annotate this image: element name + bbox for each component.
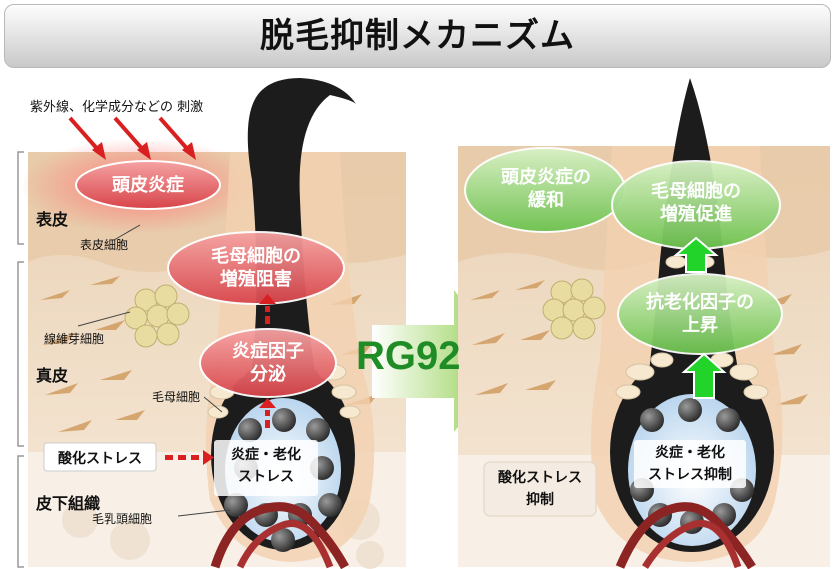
growth-promotion-line2: 増殖促進 (660, 204, 732, 225)
page-title: 脱毛抑制メカニズム (260, 16, 575, 56)
scalp-inflammation-bubble (75, 160, 221, 210)
left-blood-vessel-2 (236, 520, 334, 569)
aging-stress-text: 炎症・老化 ストレス (214, 444, 318, 488)
oxidative-suppression-line1: 酸化ストレス (498, 470, 582, 486)
anti-aging-line2: 上昇 (682, 315, 718, 336)
suppression-text: 炎症・老化 ストレス抑制 (634, 442, 746, 486)
growth-inhibition-line1: 毛母細胞の (211, 246, 301, 267)
pointer-lines (77, 224, 231, 517)
growth-promotion-text: 毛母細胞の 増殖促進 (616, 180, 776, 226)
stimulus-label: 紫外線、化学成分などの 刺激 (30, 100, 204, 115)
anti-aging-bubble (617, 273, 783, 355)
rg92-label: RG92 (356, 334, 461, 378)
red-dotted-arrow-up (259, 294, 276, 428)
matrix-cell-label: 毛母細胞 (152, 390, 201, 404)
oxidative-suppression-line2: 抑制 (526, 492, 554, 508)
suppression-line1: 炎症・老化 (655, 445, 725, 461)
aging-stress-line2: ストレス (238, 469, 294, 485)
suppression-line2: ストレス抑制 (648, 467, 732, 483)
right-blood-vessel (615, 502, 756, 569)
relief-line1: 頭皮炎症の (501, 167, 591, 188)
relief-line2: 緩和 (528, 190, 564, 211)
green-up-arrows (673, 236, 727, 399)
growth-promotion-line1: 毛母細胞の (651, 181, 741, 202)
title-bar: 脱毛抑制メカニズム (4, 4, 831, 68)
anti-aging-line1: 抗老化因子の (646, 292, 754, 313)
growth-inhibition-bubble (167, 231, 345, 305)
relief-text: 頭皮炎症の 緩和 (468, 166, 624, 212)
layer-bracket (17, 151, 24, 568)
left-panel (17, 78, 406, 569)
cytokine-line1: 炎症因子 (232, 341, 304, 362)
fibroblast-label: 線維芽細胞 (44, 332, 105, 346)
aging-stress-box (214, 440, 318, 496)
oxidative-stress-box (43, 442, 157, 472)
left-fibroblast-cluster (124, 284, 190, 348)
suppression-box (634, 440, 746, 488)
layer-subcutis-label: 皮下組織 (36, 494, 101, 513)
scalp-inflammation-text: 頭皮炎症 (112, 175, 184, 196)
cytokine-line2: 分泌 (250, 364, 286, 385)
aging-stress-line1: 炎症・老化 (231, 447, 301, 463)
growth-inhibition-text: 毛母細胞の 増殖阻害 (168, 245, 344, 291)
layer-epidermis-label: 表皮 (36, 210, 69, 229)
red-dotted-arrow-right (165, 450, 214, 465)
stimulus-arrows (68, 116, 196, 160)
anti-aging-text: 抗老化因子の 上昇 (620, 291, 780, 337)
papilla-cell-label: 毛乳頭細胞 (92, 512, 153, 526)
cytokine-text: 炎症因子 分泌 (200, 340, 336, 386)
left-blood-vessel (210, 502, 349, 569)
oxidative-suppression-box (483, 461, 597, 517)
right-fibroblast-cluster (542, 278, 606, 340)
left-hair-shaft (247, 78, 356, 380)
cytokine-bubble (199, 328, 337, 398)
right-blood-vessel-2 (642, 520, 742, 569)
epidermal-cell-label: 表皮細胞 (80, 238, 129, 252)
oxidative-stress-label: 酸化ストレス (58, 451, 142, 467)
growth-inhibition-line2: 増殖阻害 (220, 269, 292, 290)
right-panel (458, 78, 830, 569)
oxidative-suppression-text: 酸化ストレス 抑制 (484, 467, 596, 511)
layer-dermis-label: 真皮 (36, 366, 69, 385)
